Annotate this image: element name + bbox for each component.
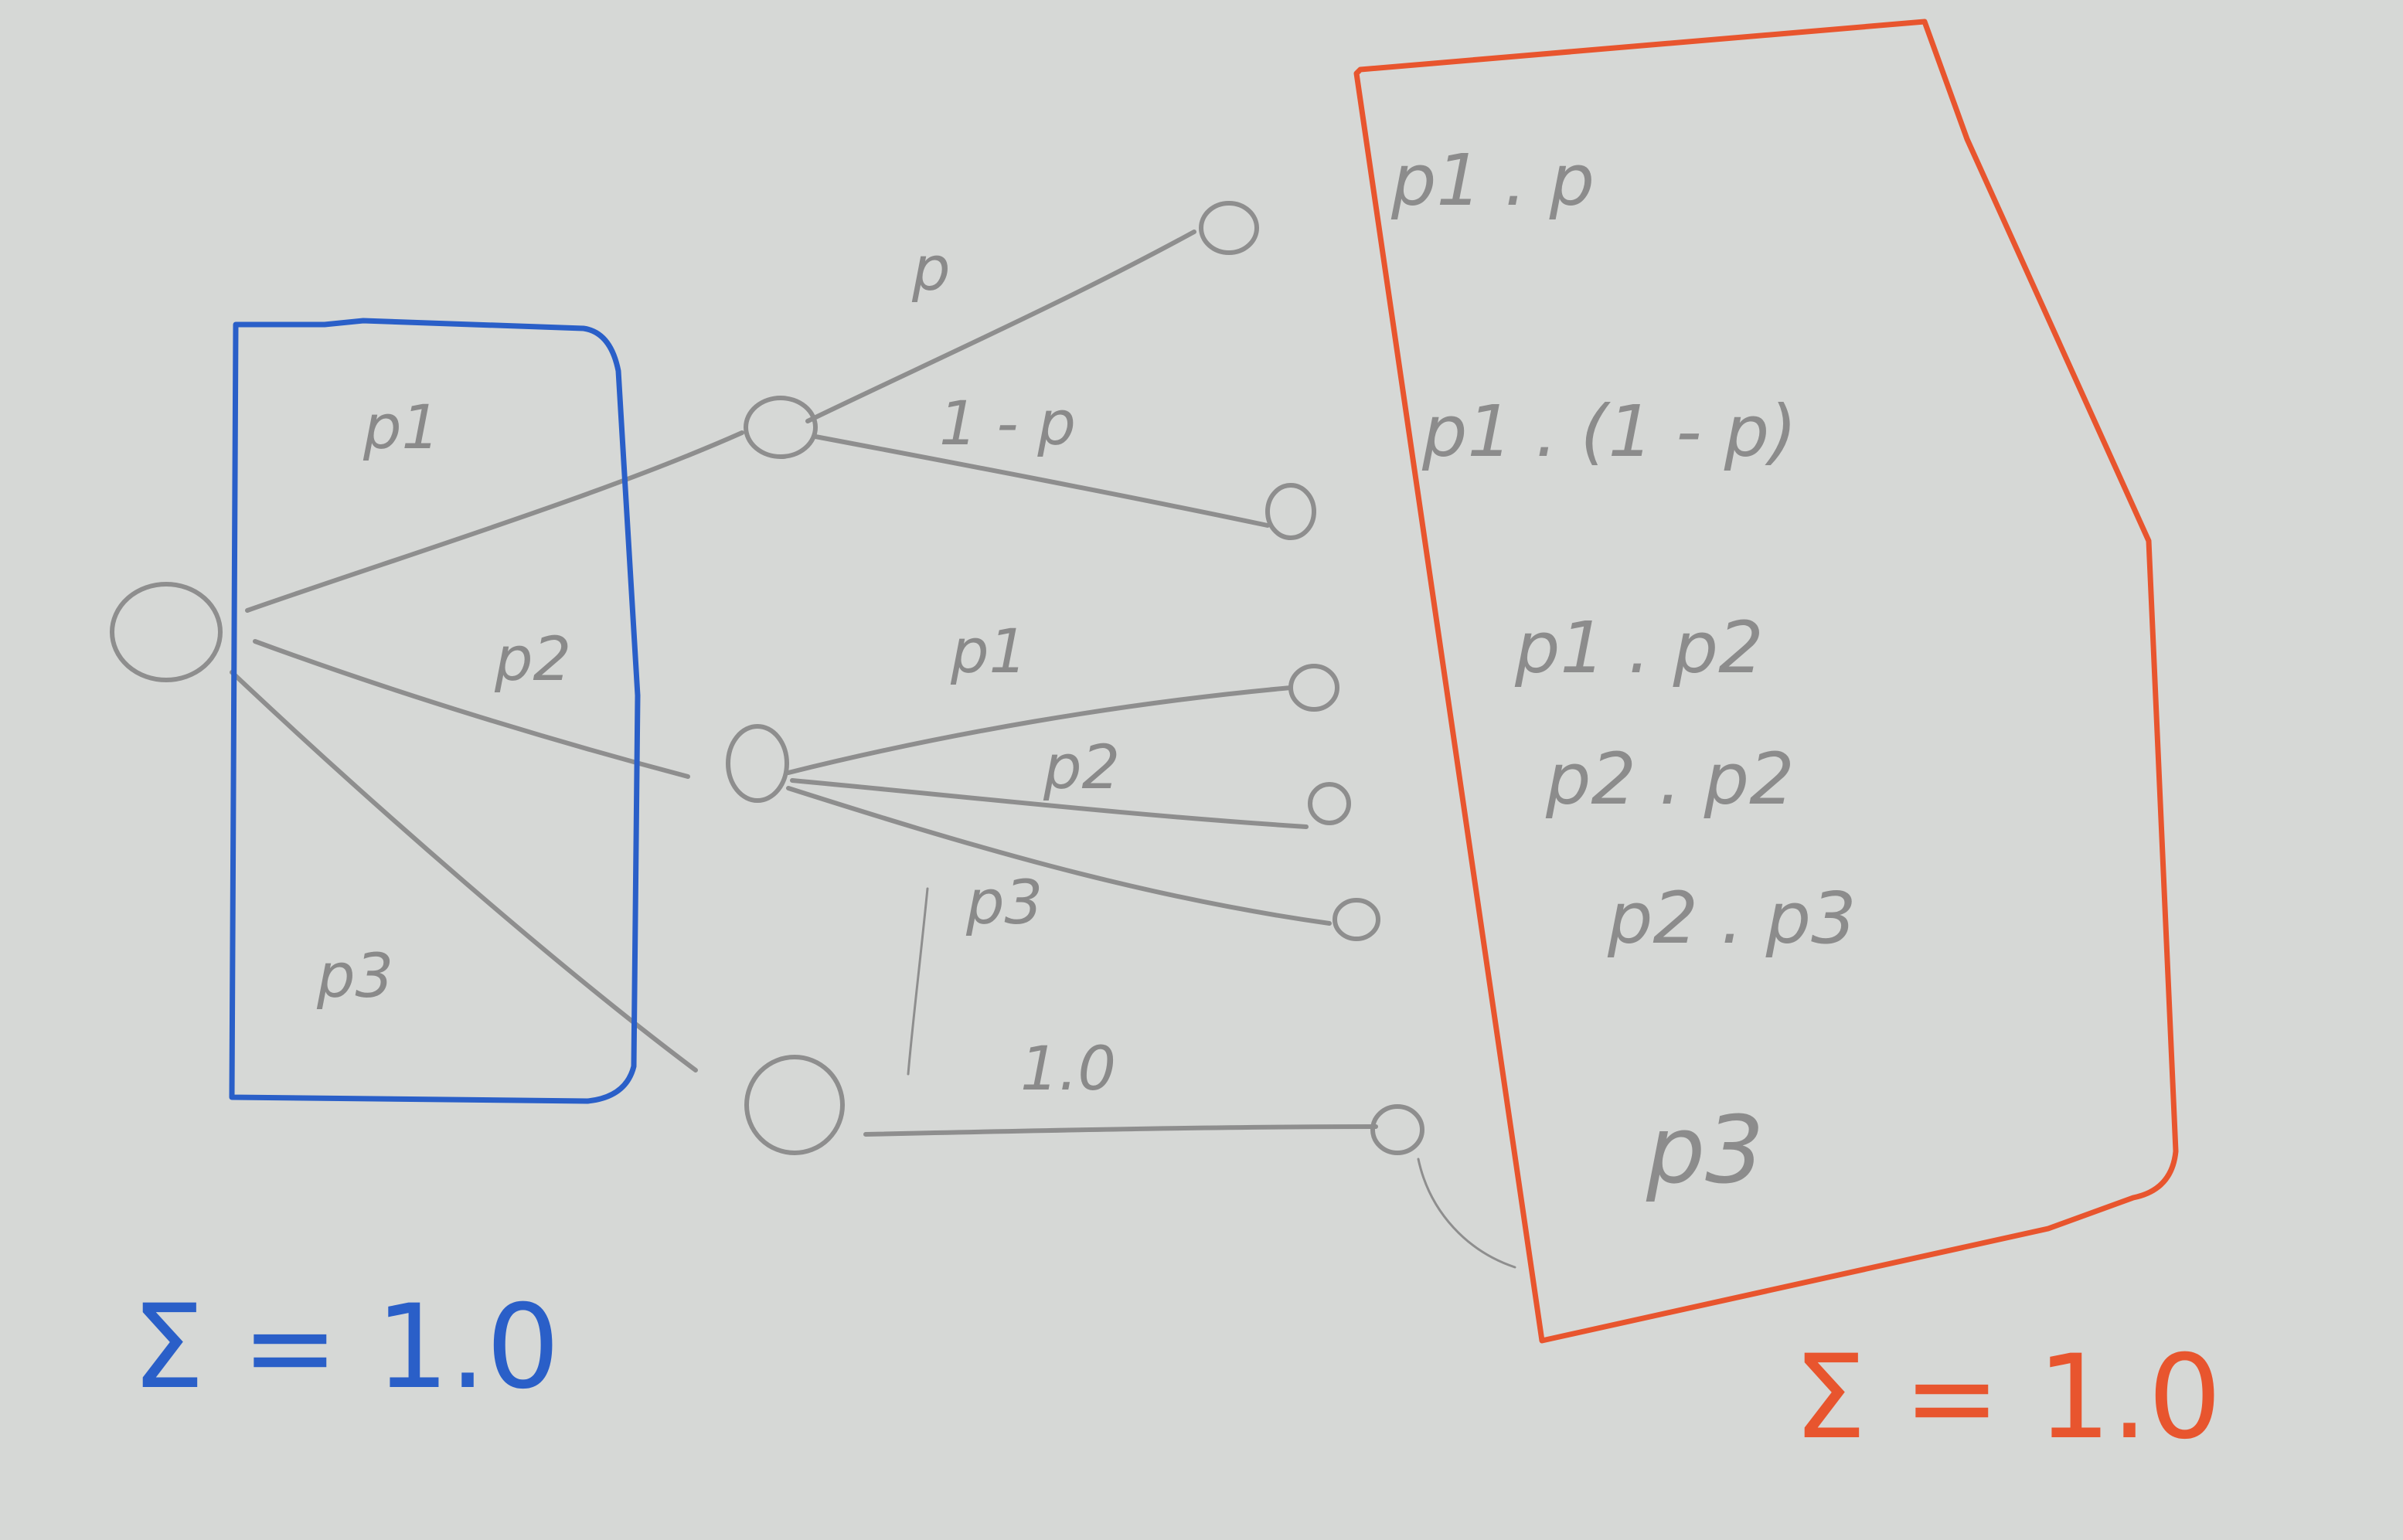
node-n3 bbox=[744, 1055, 845, 1155]
leaf-c bbox=[1288, 664, 1339, 712]
label-n2-to-c: p1 bbox=[950, 617, 1027, 687]
edge-n2-to-c bbox=[786, 685, 1293, 775]
edge-n3-to-f bbox=[863, 1124, 1378, 1137]
label-n1-to-a: p bbox=[911, 235, 951, 304]
root-node bbox=[110, 582, 223, 682]
node-n2 bbox=[726, 724, 789, 803]
label-n2-to-e: p3 bbox=[965, 869, 1043, 938]
outcome-3: p1 . p2 bbox=[1514, 607, 1764, 689]
stray-pencil-curve bbox=[1417, 1158, 1516, 1269]
leaf-a bbox=[1199, 201, 1259, 255]
leaf-b bbox=[1265, 483, 1316, 540]
edge-n1-to-a bbox=[805, 229, 1196, 423]
outcome-4: p2 . p2 bbox=[1545, 738, 1795, 821]
label-n2-to-d: p2 bbox=[1043, 733, 1120, 803]
stray-pencil-mark bbox=[907, 887, 929, 1076]
edge-n1-to-b bbox=[813, 434, 1270, 528]
outcome-1: p1 . p bbox=[1390, 139, 1595, 222]
edge-root-to-n2 bbox=[253, 639, 690, 779]
red-box bbox=[1353, 19, 2179, 1344]
label-n3-to-f: 1.0 bbox=[1020, 1035, 1116, 1104]
node-n1 bbox=[744, 396, 818, 459]
leaf-d bbox=[1308, 782, 1351, 825]
outcome-2: p1 . (1 - p) bbox=[1421, 390, 1797, 473]
leaf-e bbox=[1333, 898, 1380, 941]
edge-n2-to-e bbox=[786, 786, 1332, 926]
label-root-to-n3: p3 bbox=[316, 942, 393, 1011]
right-sum: Σ = 1.0 bbox=[1793, 1331, 2221, 1465]
outcome-5: p2 . p3 bbox=[1607, 877, 1857, 960]
blue-box bbox=[229, 318, 641, 1104]
label-n1-to-b: 1 - p bbox=[939, 389, 1076, 459]
left-sum: Σ = 1.0 bbox=[131, 1280, 560, 1415]
outcome-6: p3 bbox=[1646, 1097, 1765, 1205]
edge-root-to-n1 bbox=[245, 430, 744, 613]
label-root-to-n2: p2 bbox=[494, 625, 571, 695]
edge-n2-to-d bbox=[790, 778, 1309, 829]
leaf-f bbox=[1370, 1104, 1424, 1155]
label-root-to-n1: p1 bbox=[362, 393, 440, 463]
